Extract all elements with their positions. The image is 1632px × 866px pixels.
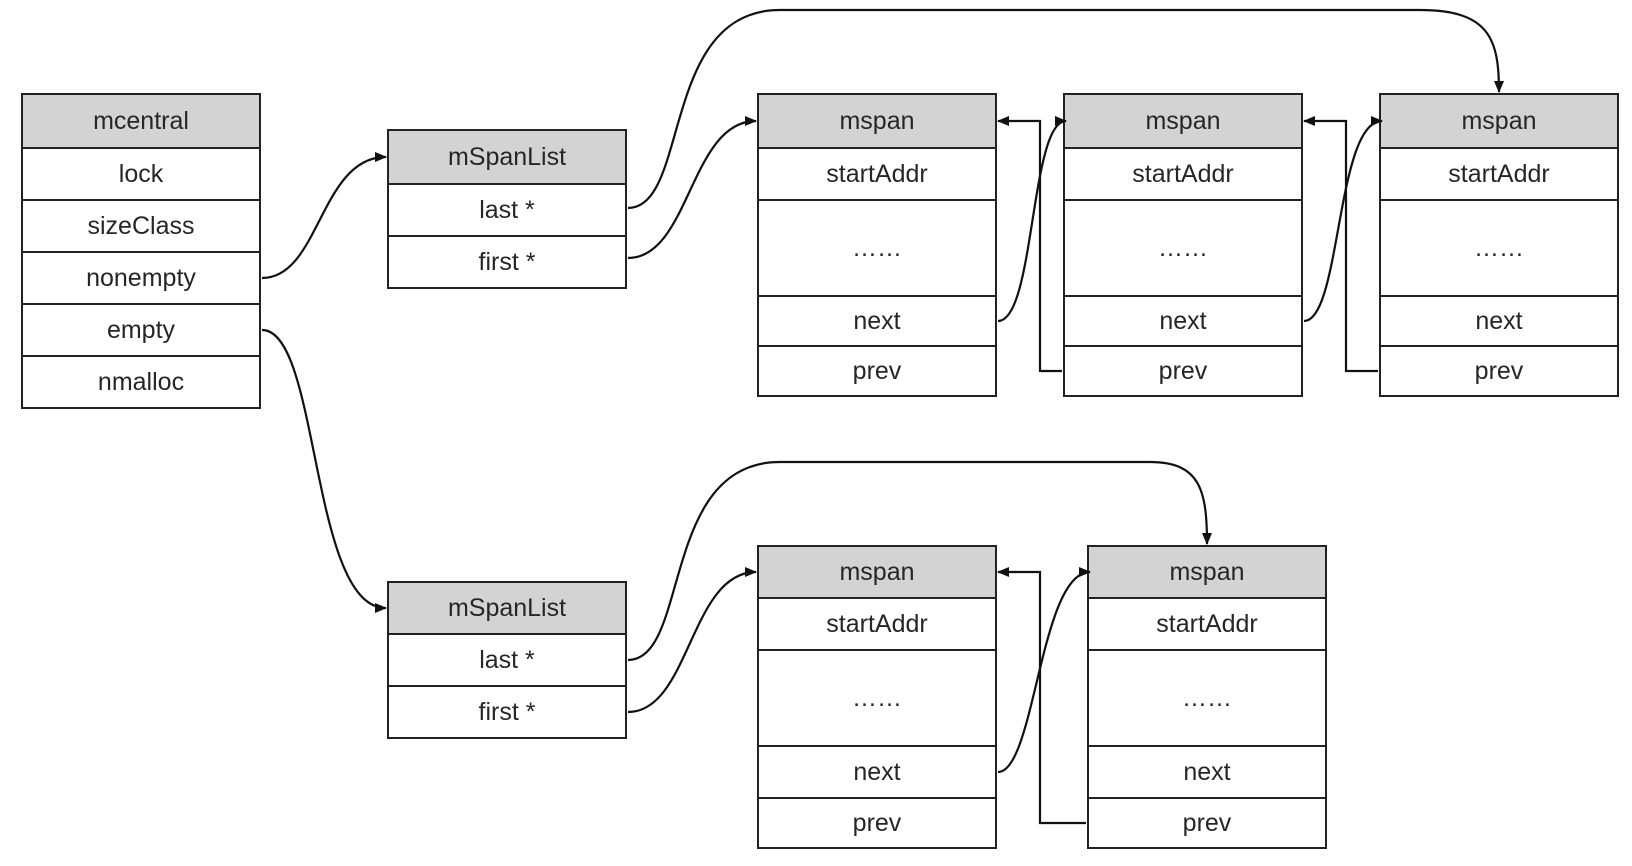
mspan-field-prev <box>1379 345 1619 397</box>
nonempty-mspan-1: mspan startAddr …… next prev <box>757 93 997 397</box>
mspan-title: mspan <box>1145 107 1220 135</box>
mspan-field-startaddr-label: startAddr <box>1132 160 1233 188</box>
mspan-title: mspan <box>1461 107 1536 135</box>
prev-pointer-arrow <box>1303 116 1378 373</box>
mspan-field-startaddr <box>757 597 997 651</box>
prev-pointer-arrow <box>997 116 1062 373</box>
mspan-field-ellipsis-label: …… <box>1474 234 1524 262</box>
mspan-field-ellipsis-label: …… <box>1182 684 1232 712</box>
prev-pointer-arrow <box>997 567 1086 825</box>
next-pointer-arrow <box>997 567 1091 774</box>
empty-mspan-1: mspan startAddr …… next prev <box>757 545 997 849</box>
mspan-header <box>757 545 997 599</box>
mcentral-header <box>21 93 261 149</box>
mspan-title: mspan <box>839 558 914 586</box>
mcentral-field-empty-label: empty <box>107 316 176 344</box>
mspan-field-prev <box>1063 345 1303 397</box>
mspan-header <box>1379 93 1619 149</box>
mspan-field-ellipsis <box>1063 199 1303 297</box>
mcentral-field-sizeclass-label: sizeClass <box>88 212 195 240</box>
nonempty-mspan-3: mspan startAddr …… next prev <box>1379 93 1619 397</box>
mspan-field-prev-label: prev <box>1475 357 1524 385</box>
mcentral-title: mcentral <box>93 107 189 135</box>
mspan-field-ellipsis <box>757 199 997 297</box>
mspan-header <box>757 93 997 149</box>
first-pointer-arrow <box>627 116 757 260</box>
mspan-field-startaddr-label: startAddr <box>826 610 927 638</box>
mspan-field-prev-label: prev <box>1159 357 1208 385</box>
mspan-title: mspan <box>1169 558 1244 586</box>
mspan-title: mspan <box>839 107 914 135</box>
mspan-field-ellipsis <box>757 649 997 747</box>
empty-pointer-arrow <box>261 328 387 613</box>
nonempty-spanlist-last <box>387 183 627 237</box>
last-pointer-arrow <box>627 8 1504 210</box>
empty-spanlist-title: mSpanList <box>448 594 566 622</box>
mspan-field-next <box>757 745 997 799</box>
nonempty-spanlist-first <box>387 235 627 289</box>
mspan-field-startaddr-label: startAddr <box>826 160 927 188</box>
mspan-field-prev-label: prev <box>853 809 902 837</box>
nonempty-spanlist-last-label: last * <box>479 196 535 224</box>
mspan-field-next-label: next <box>853 758 900 786</box>
mcentral-field-nmalloc <box>21 355 261 409</box>
mspan-field-ellipsis-label: …… <box>852 234 902 262</box>
mspan-field-startaddr <box>757 147 997 201</box>
empty-spanlist-last-label: last * <box>479 646 535 674</box>
empty-spanlist-first <box>387 685 627 739</box>
next-pointer-arrow <box>997 116 1067 323</box>
mspan-field-next-label: next <box>1159 307 1206 335</box>
mspan-field-ellipsis <box>1379 199 1619 297</box>
next-pointer-arrow <box>1303 116 1383 323</box>
mspan-field-ellipsis-label: …… <box>1158 234 1208 262</box>
mspan-field-prev <box>1087 797 1327 849</box>
mcentral-field-lock <box>21 147 261 201</box>
mspan-field-next <box>1379 295 1619 347</box>
nonempty-mspan-2: mspan startAddr …… next prev <box>1063 93 1303 397</box>
mspan-field-prev <box>757 345 997 397</box>
mcentral-field-nmalloc-label: nmalloc <box>98 368 184 396</box>
mspan-field-next-label: next <box>853 307 900 335</box>
mcentral-field-lock-label: lock <box>119 160 164 188</box>
mspan-field-next-label: next <box>1475 307 1522 335</box>
mspan-field-startaddr <box>1379 147 1619 201</box>
mspan-field-next <box>1063 295 1303 347</box>
nonempty-spanlist: mSpanList last * first * <box>387 129 627 289</box>
mspan-field-prev <box>757 797 997 849</box>
empty-spanlist-last <box>387 633 627 687</box>
mspan-field-startaddr-label: startAddr <box>1448 160 1549 188</box>
last-pointer-arrow <box>627 460 1212 662</box>
mcentral-field-nonempty <box>21 251 261 305</box>
empty-spanlist-first-label: first * <box>479 698 536 726</box>
mspan-field-startaddr-label: startAddr <box>1156 610 1257 638</box>
mspan-field-startaddr <box>1063 147 1303 201</box>
nonempty-spanlist-title: mSpanList <box>448 143 566 171</box>
mspan-field-next <box>1087 745 1327 799</box>
mcentral-struct: mcentral lock sizeClass nonempty empty n… <box>21 93 261 409</box>
first-pointer-arrow <box>627 567 757 714</box>
nonempty-pointer-arrow <box>261 152 387 280</box>
mspan-field-prev-label: prev <box>853 357 902 385</box>
empty-mspan-2: mspan startAddr …… next prev <box>1087 545 1327 849</box>
mspan-field-next-label: next <box>1183 758 1230 786</box>
mspan-field-ellipsis-label: …… <box>852 684 902 712</box>
mcentral-field-nonempty-label: nonempty <box>86 264 196 292</box>
mspan-field-prev-label: prev <box>1183 809 1232 837</box>
empty-spanlist: mSpanList last * first * <box>387 581 627 739</box>
nonempty-spanlist-first-label: first * <box>479 248 536 276</box>
